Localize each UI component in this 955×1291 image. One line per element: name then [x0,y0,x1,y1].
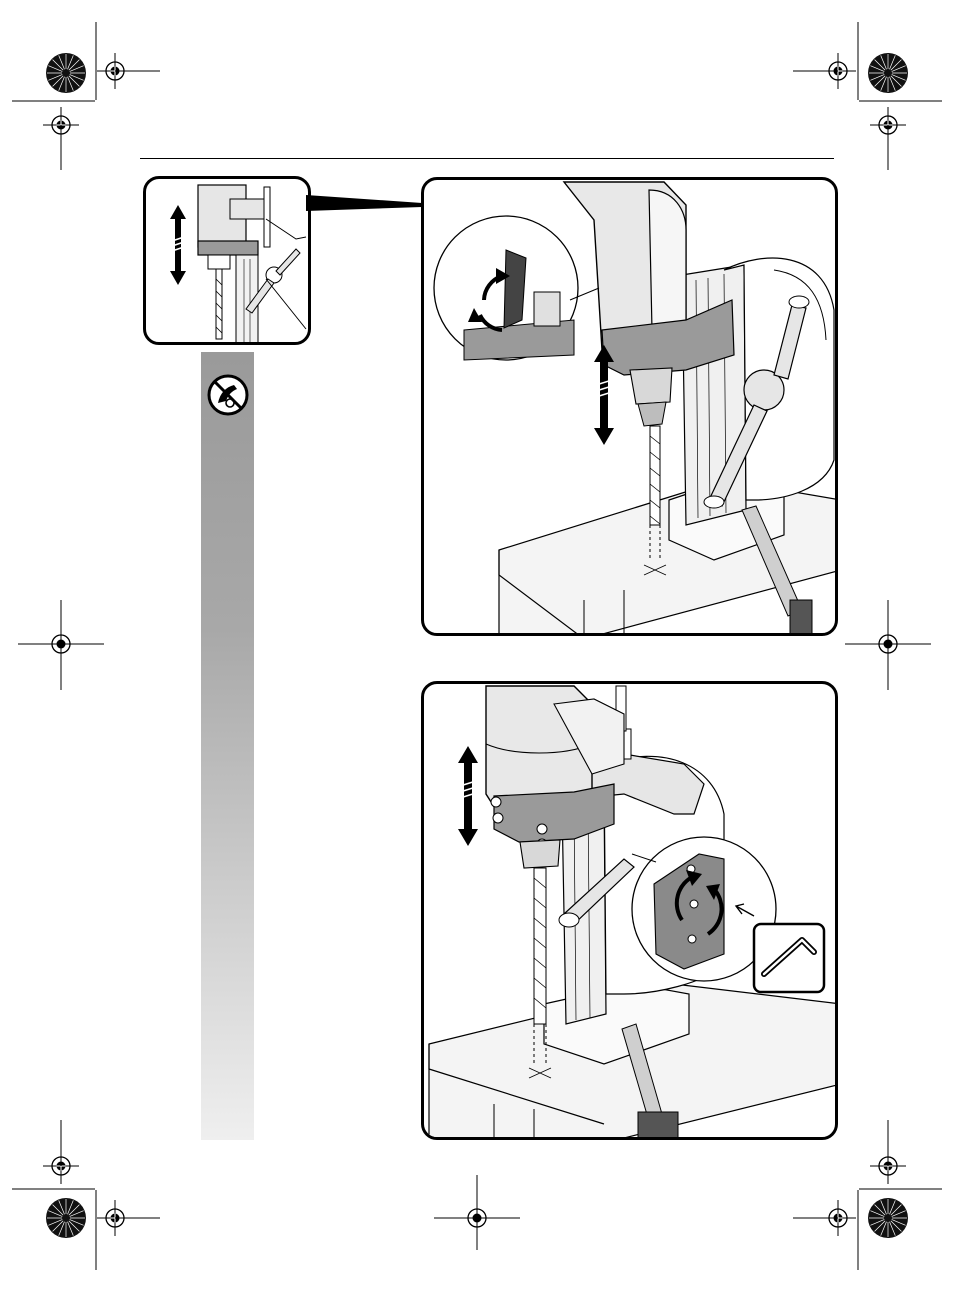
up-down-arrow-icon [458,746,478,846]
thumbnail-figure [143,176,311,345]
figure-top [421,177,838,636]
zoom-connector [306,193,426,217]
color-calibration-wheel-icon [46,53,86,93]
up-down-arrow-icon [594,345,614,445]
header-rule [140,158,834,159]
lever-detail-inset [434,216,578,360]
color-calibration-wheel-icon [868,53,908,93]
thumbnail-drawing [146,179,311,345]
color-calibration-wheel-icon [46,1198,86,1238]
color-calibration-wheel-icon [868,1198,908,1238]
no-hand-drill-warning-icon [206,373,250,417]
up-down-arrow-icon [170,205,186,285]
figure-bottom-drawing [424,684,838,1140]
sidebar-strip [201,352,254,1140]
allen-key-icon [754,924,824,992]
figure-bottom [421,681,838,1140]
figure-top-drawing [424,180,838,636]
